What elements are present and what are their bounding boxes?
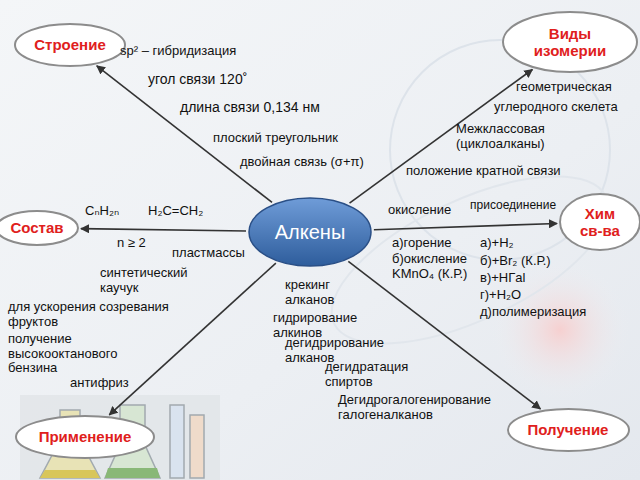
oval-fill: [16, 416, 154, 458]
oval-fill: [503, 12, 637, 72]
branch-note: в)+HГal: [480, 271, 525, 286]
branch-arrow: [81, 229, 246, 231]
topic-title: Получение: [528, 421, 609, 438]
branch-note: для ускорения созревания фруктов: [8, 300, 188, 329]
branch-note: Межклассовая (циклоалканы): [456, 122, 574, 151]
liquid: [105, 468, 160, 478]
branch-note: окисление: [388, 203, 451, 218]
liquid: [40, 470, 100, 478]
branch-note: двойная связь (σ+π): [240, 155, 364, 170]
topic-oval: Применение: [15, 415, 155, 459]
topic-oval: Хим св-ва: [559, 193, 640, 251]
branch-arrow: [374, 223, 557, 229]
branch-note: крекинг алканов: [285, 278, 357, 307]
branch-note: синтетический каучук: [100, 266, 210, 295]
topic-oval: Строение: [14, 23, 126, 67]
topic-oval: Виды изомерии: [502, 11, 638, 73]
branch-note: присоединение: [470, 199, 556, 212]
oval-fill: [249, 198, 371, 266]
branch-note: длина связи 0,134 нм: [180, 100, 320, 116]
branch-note: д)полимеризация: [480, 305, 586, 320]
branch-note: б)окисление KMnO₄ (К.Р.): [392, 252, 474, 281]
branch-note: n ≥ 2: [117, 236, 147, 251]
oval-fill: [0, 211, 78, 245]
branch-note: геометрическая: [516, 80, 612, 95]
branch-note: плоский треугольник: [213, 131, 338, 146]
photo-ground: [20, 395, 220, 480]
oval-fill: [15, 24, 125, 66]
branch-note: а)горение: [392, 236, 451, 251]
branch-note: дегидратация спиртов: [325, 360, 431, 389]
branch-note: положение кратной связи: [406, 164, 561, 179]
branch-note: получение высокооктанового бензина: [8, 332, 148, 376]
branch-note: б)+Br₂ (К.Р.): [480, 254, 551, 269]
test-tube: [170, 405, 184, 478]
topic-title: Состав: [10, 219, 63, 236]
oval-fill: [508, 409, 629, 451]
branch-note: H₂C=CH₂: [148, 204, 203, 219]
branch-note: антифриз: [70, 376, 129, 391]
topic-title: Хим св-ва: [574, 205, 626, 240]
topic-oval: Получение: [507, 408, 630, 452]
branch-note: углеродного скелета: [494, 100, 618, 115]
branch-note: угол связи 120˚: [148, 72, 247, 88]
topic-title: Строение: [34, 36, 105, 53]
flasks-picture: [20, 395, 220, 480]
branch-note: г)+H₂O: [480, 288, 521, 303]
test-tube: [190, 415, 204, 478]
topic-title: Виды изомерии: [525, 25, 615, 60]
oval-fill: [560, 194, 640, 250]
branch-note: CₙH₂ₙ: [85, 204, 119, 219]
branch-note: пластмассы: [172, 246, 245, 261]
branch-note: Дегидрогалогенирование галогеналканов: [338, 393, 506, 422]
central-title: Алкены: [275, 221, 346, 244]
topic-title: Применение: [39, 428, 132, 445]
branch-note: sp² – гибридизация: [120, 44, 236, 59]
branch-note: а)+H₂: [480, 236, 514, 251]
central-ellipse: Алкены: [248, 197, 372, 267]
topic-oval: Состав: [0, 210, 79, 246]
